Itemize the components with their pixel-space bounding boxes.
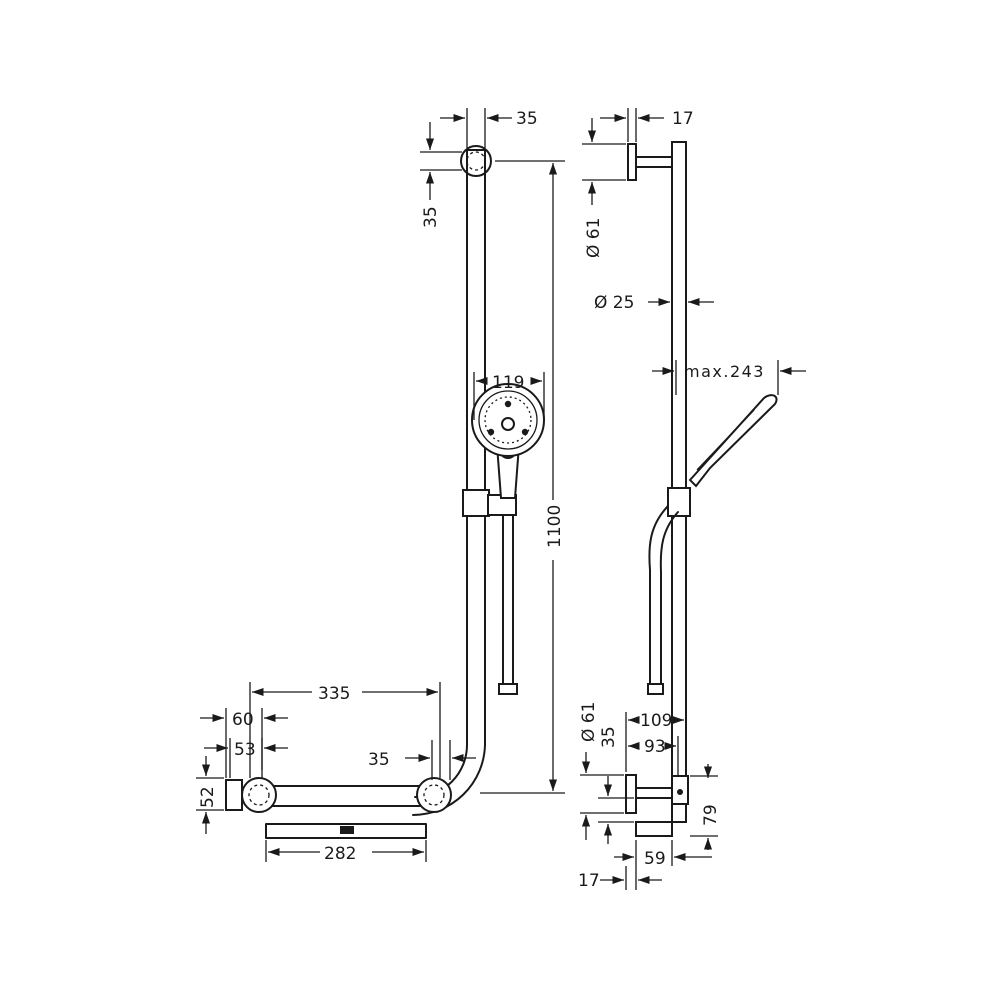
dim-flange-depth-top: 17 (672, 109, 694, 129)
side-view (625, 141, 778, 837)
dim-end-cap-height: 52 (198, 786, 218, 808)
dim-shelf-depth-inner: 93 (644, 737, 666, 757)
dim-holder-offset: 59 (644, 849, 666, 869)
side-slider (667, 487, 691, 517)
bottom-right-flange (416, 777, 452, 813)
dim-max-projection: max.243 (684, 362, 765, 381)
dim-flange-diameter-bottom: Ø 61 (579, 702, 599, 742)
dim-top-offset: 35 (516, 109, 538, 129)
dimension-labels: 35 35 1100 119 335 60 53 35 52 282 17 Ø … (198, 109, 765, 891)
side-rail (671, 141, 687, 823)
bottom-left-flange (241, 777, 277, 813)
dim-rail-height: 1100 (545, 505, 565, 548)
dim-elbow-offset: 35 (368, 750, 390, 770)
dim-shelf-depth-outer: 109 (640, 711, 672, 731)
dim-shelf-length: 282 (324, 844, 356, 864)
dim-holder-height: 79 (701, 804, 721, 826)
side-hose (648, 505, 669, 685)
vertical-rail (414, 149, 468, 798)
shelf (265, 823, 427, 839)
front-view (225, 145, 545, 839)
dimension-lines (196, 108, 806, 890)
side-top-flange (627, 143, 637, 181)
dim-handshower-width: 119 (492, 373, 524, 393)
side-shelf (635, 821, 673, 837)
side-bottom-flange (625, 774, 637, 814)
top-wall-bracket (460, 145, 492, 177)
dim-grip-length: 335 (318, 684, 350, 704)
dim-flange-diameter-top: Ø 61 (584, 218, 604, 258)
slider (462, 489, 490, 517)
grip-end-cap (225, 779, 243, 811)
side-handshower (688, 394, 778, 488)
dim-top-offset-side: 35 (421, 206, 441, 228)
dim-end-cap-outer: 60 (232, 710, 254, 730)
dim-end-cap-inner: 53 (234, 740, 256, 760)
dim-shelf-gap: 35 (599, 726, 619, 748)
dim-rail-diameter: Ø 25 (594, 293, 634, 313)
dim-flange-depth-bottom: 17 (578, 871, 600, 891)
